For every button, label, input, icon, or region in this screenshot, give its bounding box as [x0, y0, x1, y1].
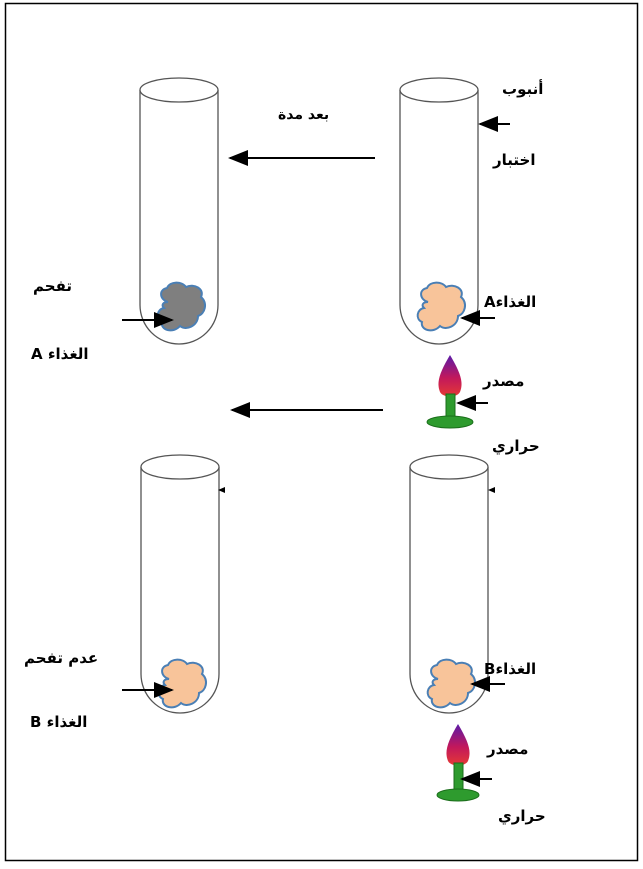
heat-source-bottom-label-line2: حراري: [498, 807, 546, 825]
charring-label-line1: تفحم: [33, 277, 73, 295]
heat-source-top-label-line1: مصدر: [483, 372, 525, 390]
heat-source-bottom: [436, 724, 480, 802]
charring-label-line2: A الغذاء: [31, 345, 89, 363]
test-tube-top-right: [399, 77, 479, 345]
test-tube-bottom-right: [409, 454, 489, 714]
page-border: [4, 2, 639, 862]
food-b: [426, 658, 476, 709]
test-tube-bottom-left: [140, 454, 220, 714]
food-a-label: الغذاءA: [484, 293, 537, 311]
heat-source-top-label-line2: حراري: [492, 437, 540, 455]
tick-mark-left: [218, 487, 225, 493]
after-time-label: بعد مدة: [278, 107, 330, 123]
food-b-label: الغذاءB: [484, 660, 537, 678]
tick-mark-right: [488, 487, 495, 493]
test-tube-label-line1: أنبوب: [502, 80, 544, 98]
test-tube-label-line2: اختبار: [493, 151, 536, 169]
heat-source-bottom-label-line1: مصدر: [487, 740, 529, 758]
food-a: [416, 281, 466, 332]
test-tube-top-left: [139, 77, 219, 345]
no-charring-label-line1: عدم تفحم: [24, 649, 99, 667]
heat-source-top: [426, 355, 474, 429]
no-charring-label-line2: B الغذاء: [30, 713, 88, 731]
